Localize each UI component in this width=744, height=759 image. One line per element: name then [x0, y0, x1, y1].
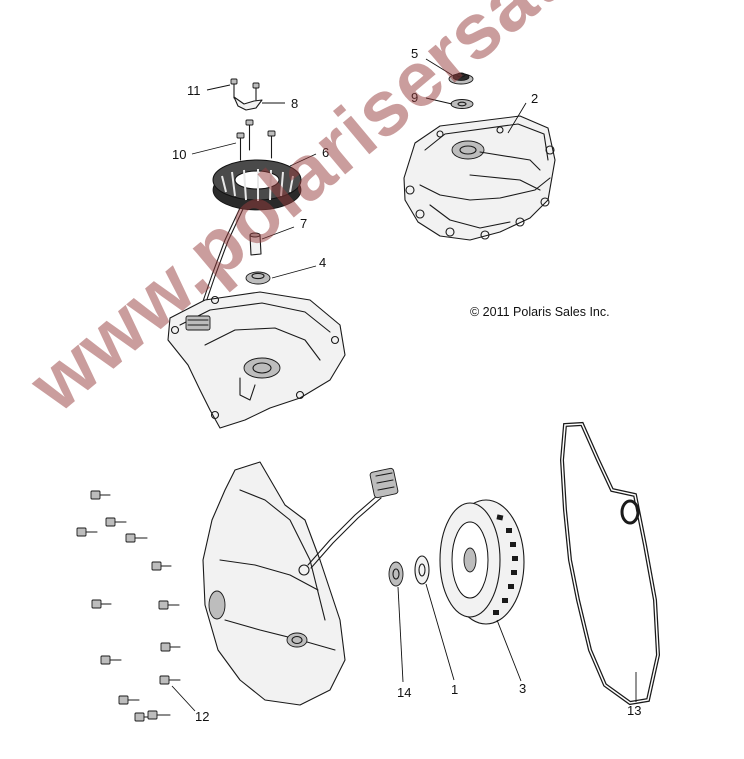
callout-7: 7	[300, 216, 308, 231]
leader-lines	[171, 58, 637, 712]
copyright-notice: © 2011 Polaris Sales Inc.	[470, 305, 610, 319]
callout-1: 1	[451, 682, 459, 697]
callout-12: 12	[195, 709, 210, 724]
part-5-grommet	[448, 72, 474, 85]
part-7-pin	[249, 232, 262, 256]
callout-5: 5	[411, 46, 419, 61]
part-11-screws	[230, 78, 260, 101]
callout-8: 8	[291, 96, 299, 111]
callout-11: 11	[187, 83, 201, 98]
part-6-stator	[199, 159, 302, 312]
callout-10: 10	[172, 147, 187, 162]
callout-4: 4	[319, 255, 327, 270]
part-12-bolts	[76, 490, 181, 722]
callout-9: 9	[411, 90, 419, 105]
part-8-clip	[233, 96, 263, 111]
part-14-nut	[388, 561, 404, 587]
part-3-flywheel	[439, 499, 525, 625]
callout-6: 6	[322, 145, 330, 160]
engine-side-cover	[202, 461, 399, 706]
callout-13: 13	[627, 703, 642, 718]
callout-14: 14	[397, 685, 412, 700]
part-13-gasket	[559, 421, 661, 706]
callout-2: 2	[531, 91, 539, 106]
part-1-washer	[414, 555, 430, 585]
crankcase-half	[167, 291, 346, 429]
part-4-seal	[245, 271, 271, 285]
callout-3: 3	[519, 681, 527, 696]
part-10-bolts	[236, 119, 276, 161]
part-9-washer	[450, 99, 474, 109]
part-2-stator-cover	[403, 115, 556, 241]
